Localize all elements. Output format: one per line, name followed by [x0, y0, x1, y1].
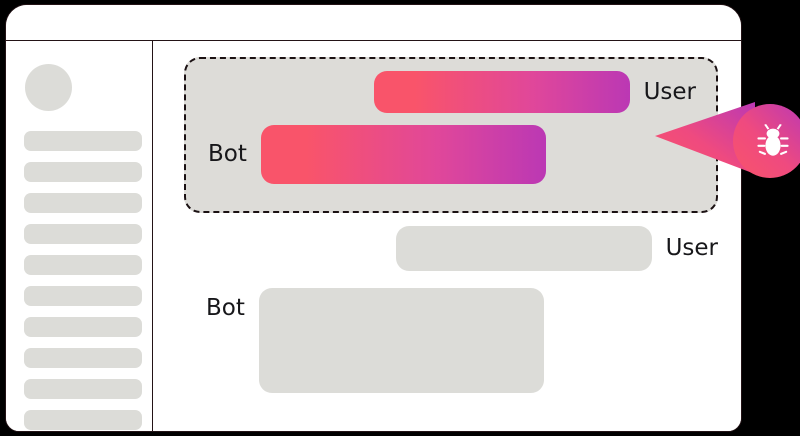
message-row-bot[interactable]: Bot	[206, 288, 706, 393]
sidebar-item-6[interactable]	[24, 286, 142, 306]
sidebar-item-7[interactable]	[24, 317, 142, 337]
sidebar-item-1[interactable]	[24, 131, 142, 151]
conversation-pane: User Bot User Bot	[154, 41, 741, 431]
sidebar-item-5[interactable]	[24, 255, 142, 275]
sidebar-item-3[interactable]	[24, 193, 142, 213]
sidebar-item-9[interactable]	[24, 379, 142, 399]
message-bubble-user[interactable]	[395, 226, 652, 271]
sidebar-item-8[interactable]	[24, 348, 142, 368]
message-bubble-bot[interactable]	[258, 288, 544, 393]
sidebar-item-10[interactable]	[24, 410, 142, 430]
message-bubble-user-flagged[interactable]	[373, 71, 630, 113]
highlighted-message-group[interactable]: User Bot	[184, 57, 718, 213]
message-row-user[interactable]: User	[184, 226, 718, 271]
sidebar-item-2[interactable]	[24, 162, 142, 182]
speaker-label-user: User	[665, 235, 718, 261]
message-row-user-flagged[interactable]: User	[186, 71, 696, 113]
speaker-label-user: User	[643, 78, 696, 105]
message-row-bot-flagged[interactable]: Bot	[208, 125, 708, 184]
speaker-label-bot: Bot	[208, 141, 247, 167]
title-bar	[6, 5, 741, 41]
avatar[interactable]	[25, 64, 72, 111]
bug-icon	[757, 124, 789, 158]
app-window: User Bot User Bot	[5, 4, 742, 432]
message-bubble-bot-flagged[interactable]	[260, 125, 546, 184]
sidebar-item-4[interactable]	[24, 224, 142, 244]
speaker-label-bot: Bot	[206, 295, 245, 321]
sidebar	[6, 41, 153, 431]
